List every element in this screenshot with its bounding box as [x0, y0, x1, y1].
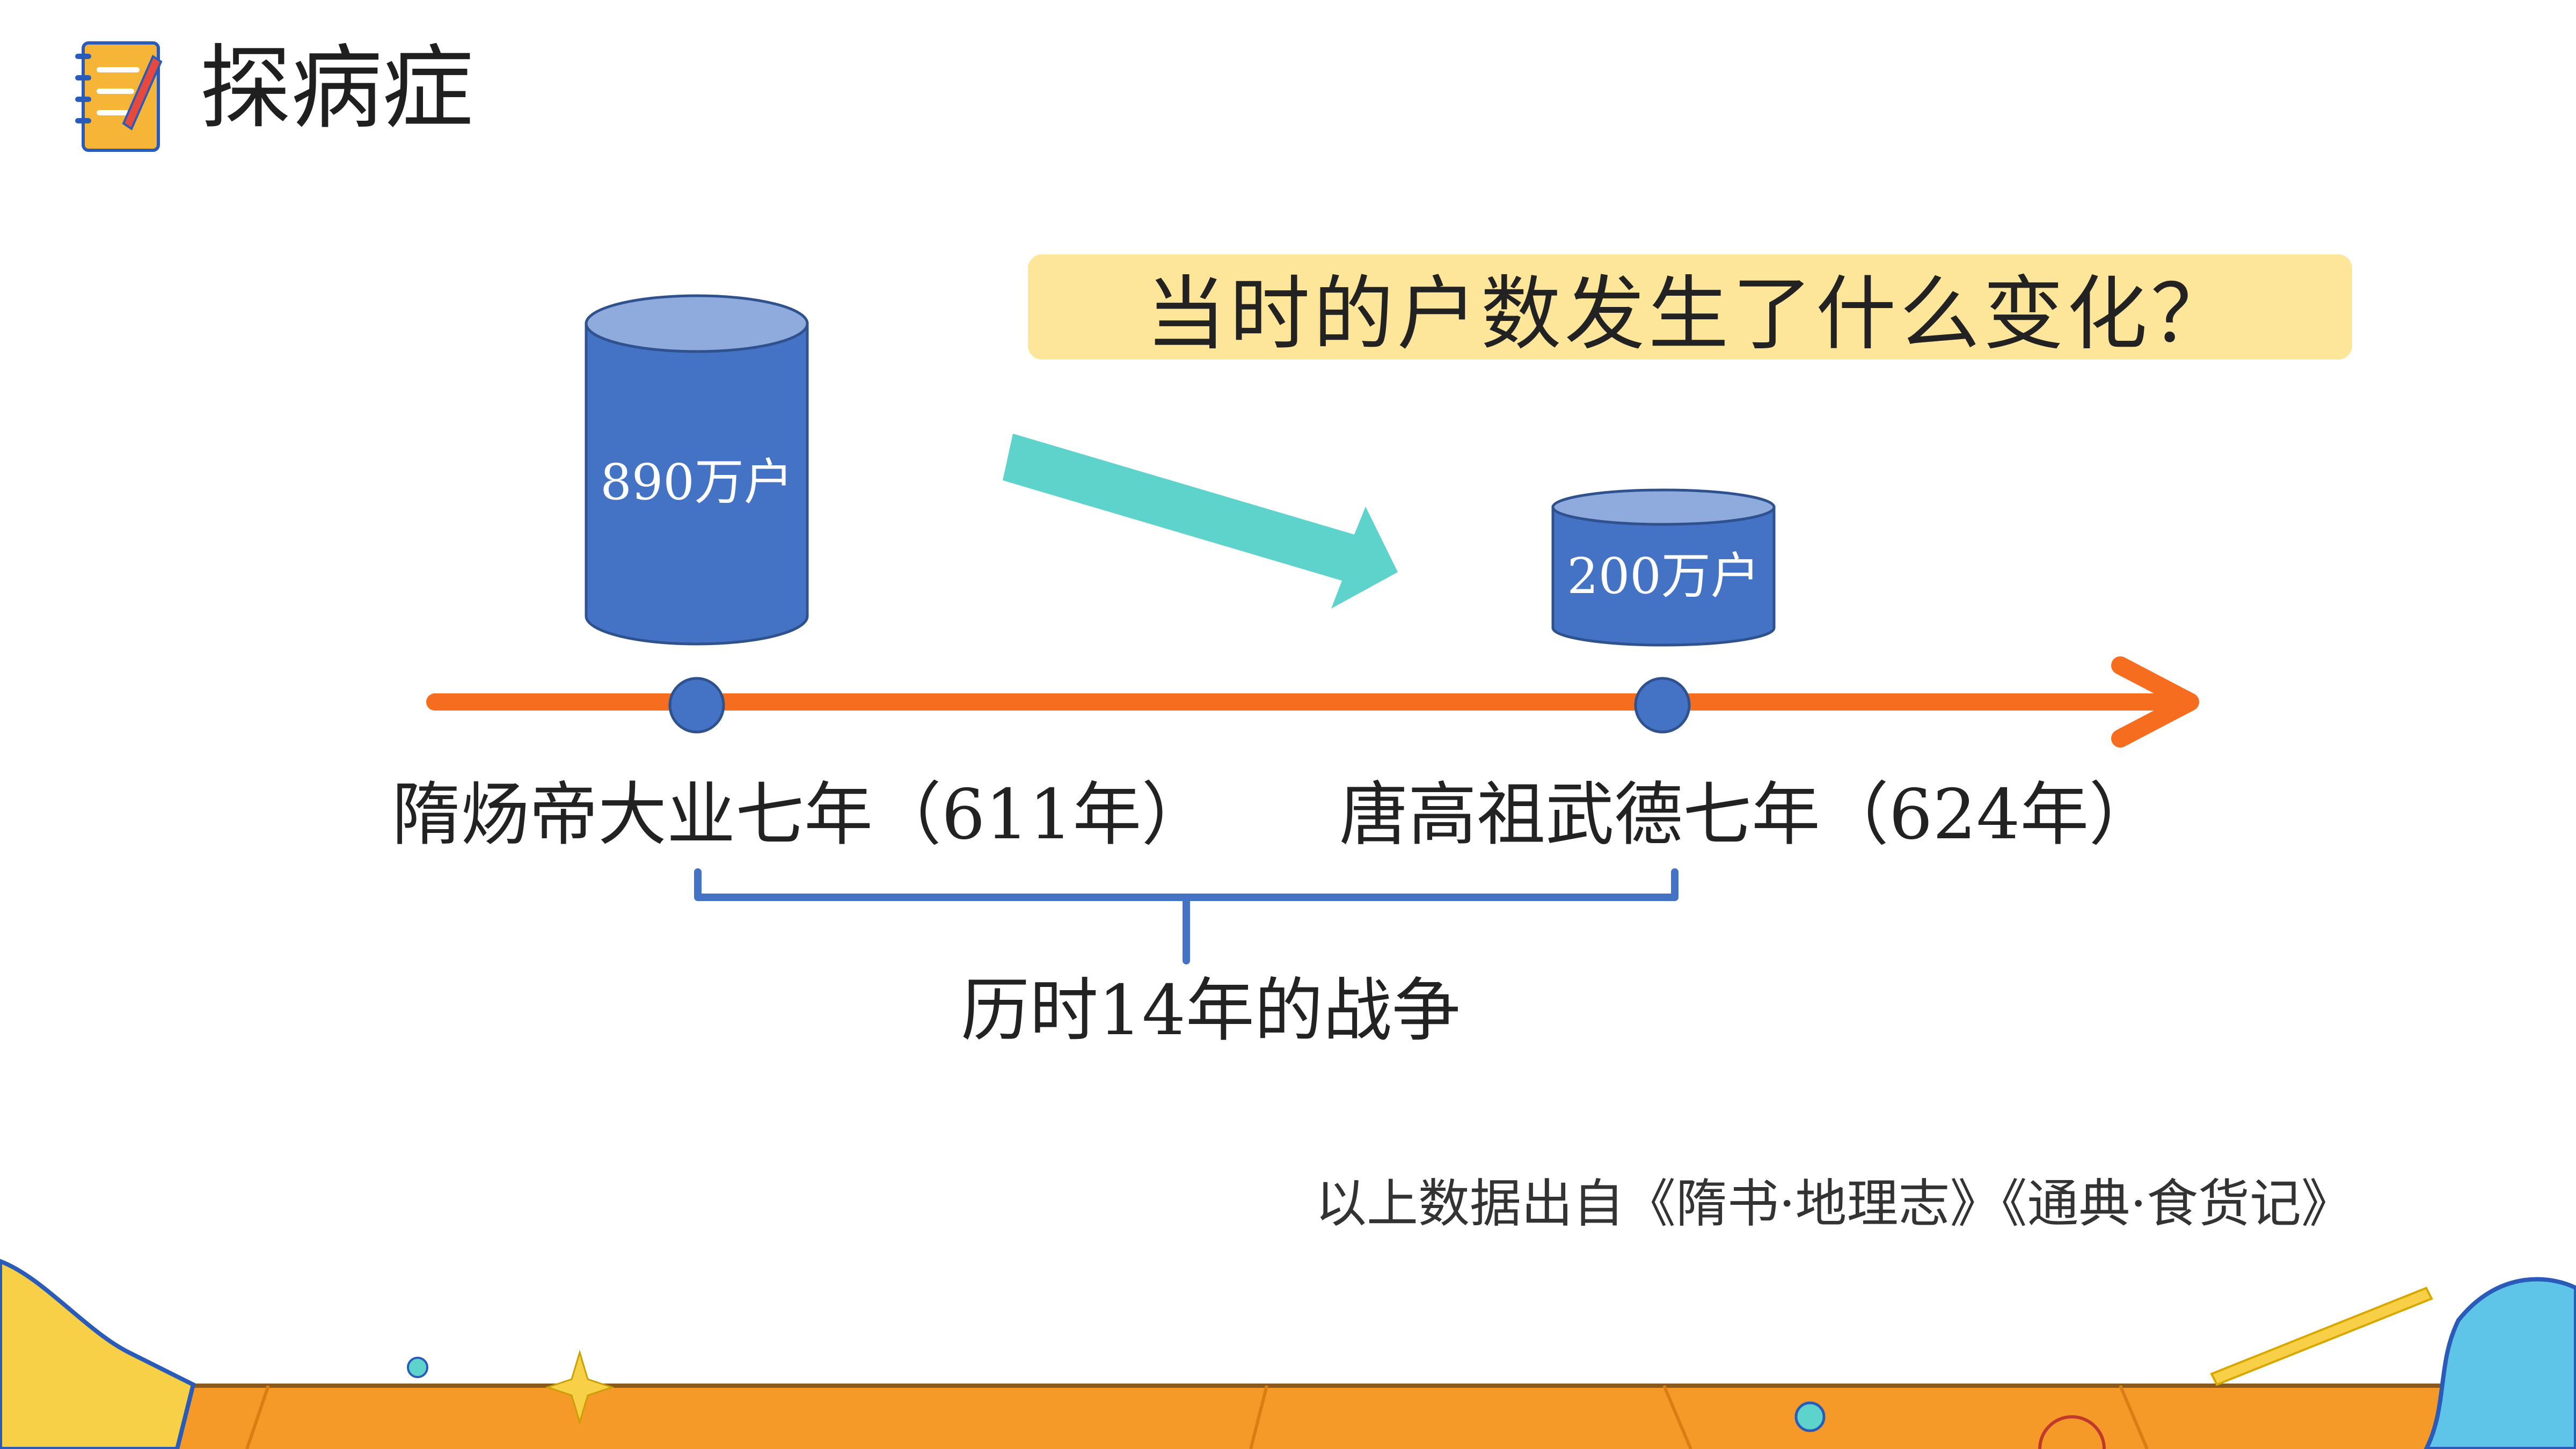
question-text: 当时的户数发生了什么变化？ [1145, 267, 2235, 361]
clock-icon [2424, 1277, 2576, 1449]
dot-icon [1794, 1401, 1826, 1432]
cylinder-890-label: 890万户 [600, 453, 793, 511]
date-label-624: 唐高祖武德七年（624年） [1339, 775, 2158, 855]
pencil-icon [2210, 1286, 2433, 1386]
timeline-point-624 [1634, 677, 1691, 734]
duration-bracket [694, 868, 1679, 964]
duration-label: 历时14年的战争 [961, 971, 1461, 1051]
footer-decoration [0, 1258, 2576, 1449]
question-banner [1028, 254, 2352, 360]
page-title: 探病症 [200, 35, 474, 142]
timeline-arrowhead [2111, 656, 2199, 748]
decrease-arrow [1003, 434, 1398, 609]
sparkle-icon [545, 1349, 615, 1425]
cylinder-200: 200万户 [1551, 488, 1776, 647]
date-label-611: 隋炀帝大业七年（611年） [392, 775, 1210, 855]
book-icon [0, 1258, 196, 1449]
cylinder-890: 890万户 [585, 294, 809, 646]
dot-icon [407, 1357, 428, 1378]
notebook-pencil-icon [75, 41, 163, 152]
source-note: 以上数据出自《隋书·地理志》《通典·食货记》 [1315, 1174, 2353, 1234]
cylinder-200-label: 200万户 [1567, 547, 1760, 605]
timeline-point-611 [668, 677, 725, 734]
